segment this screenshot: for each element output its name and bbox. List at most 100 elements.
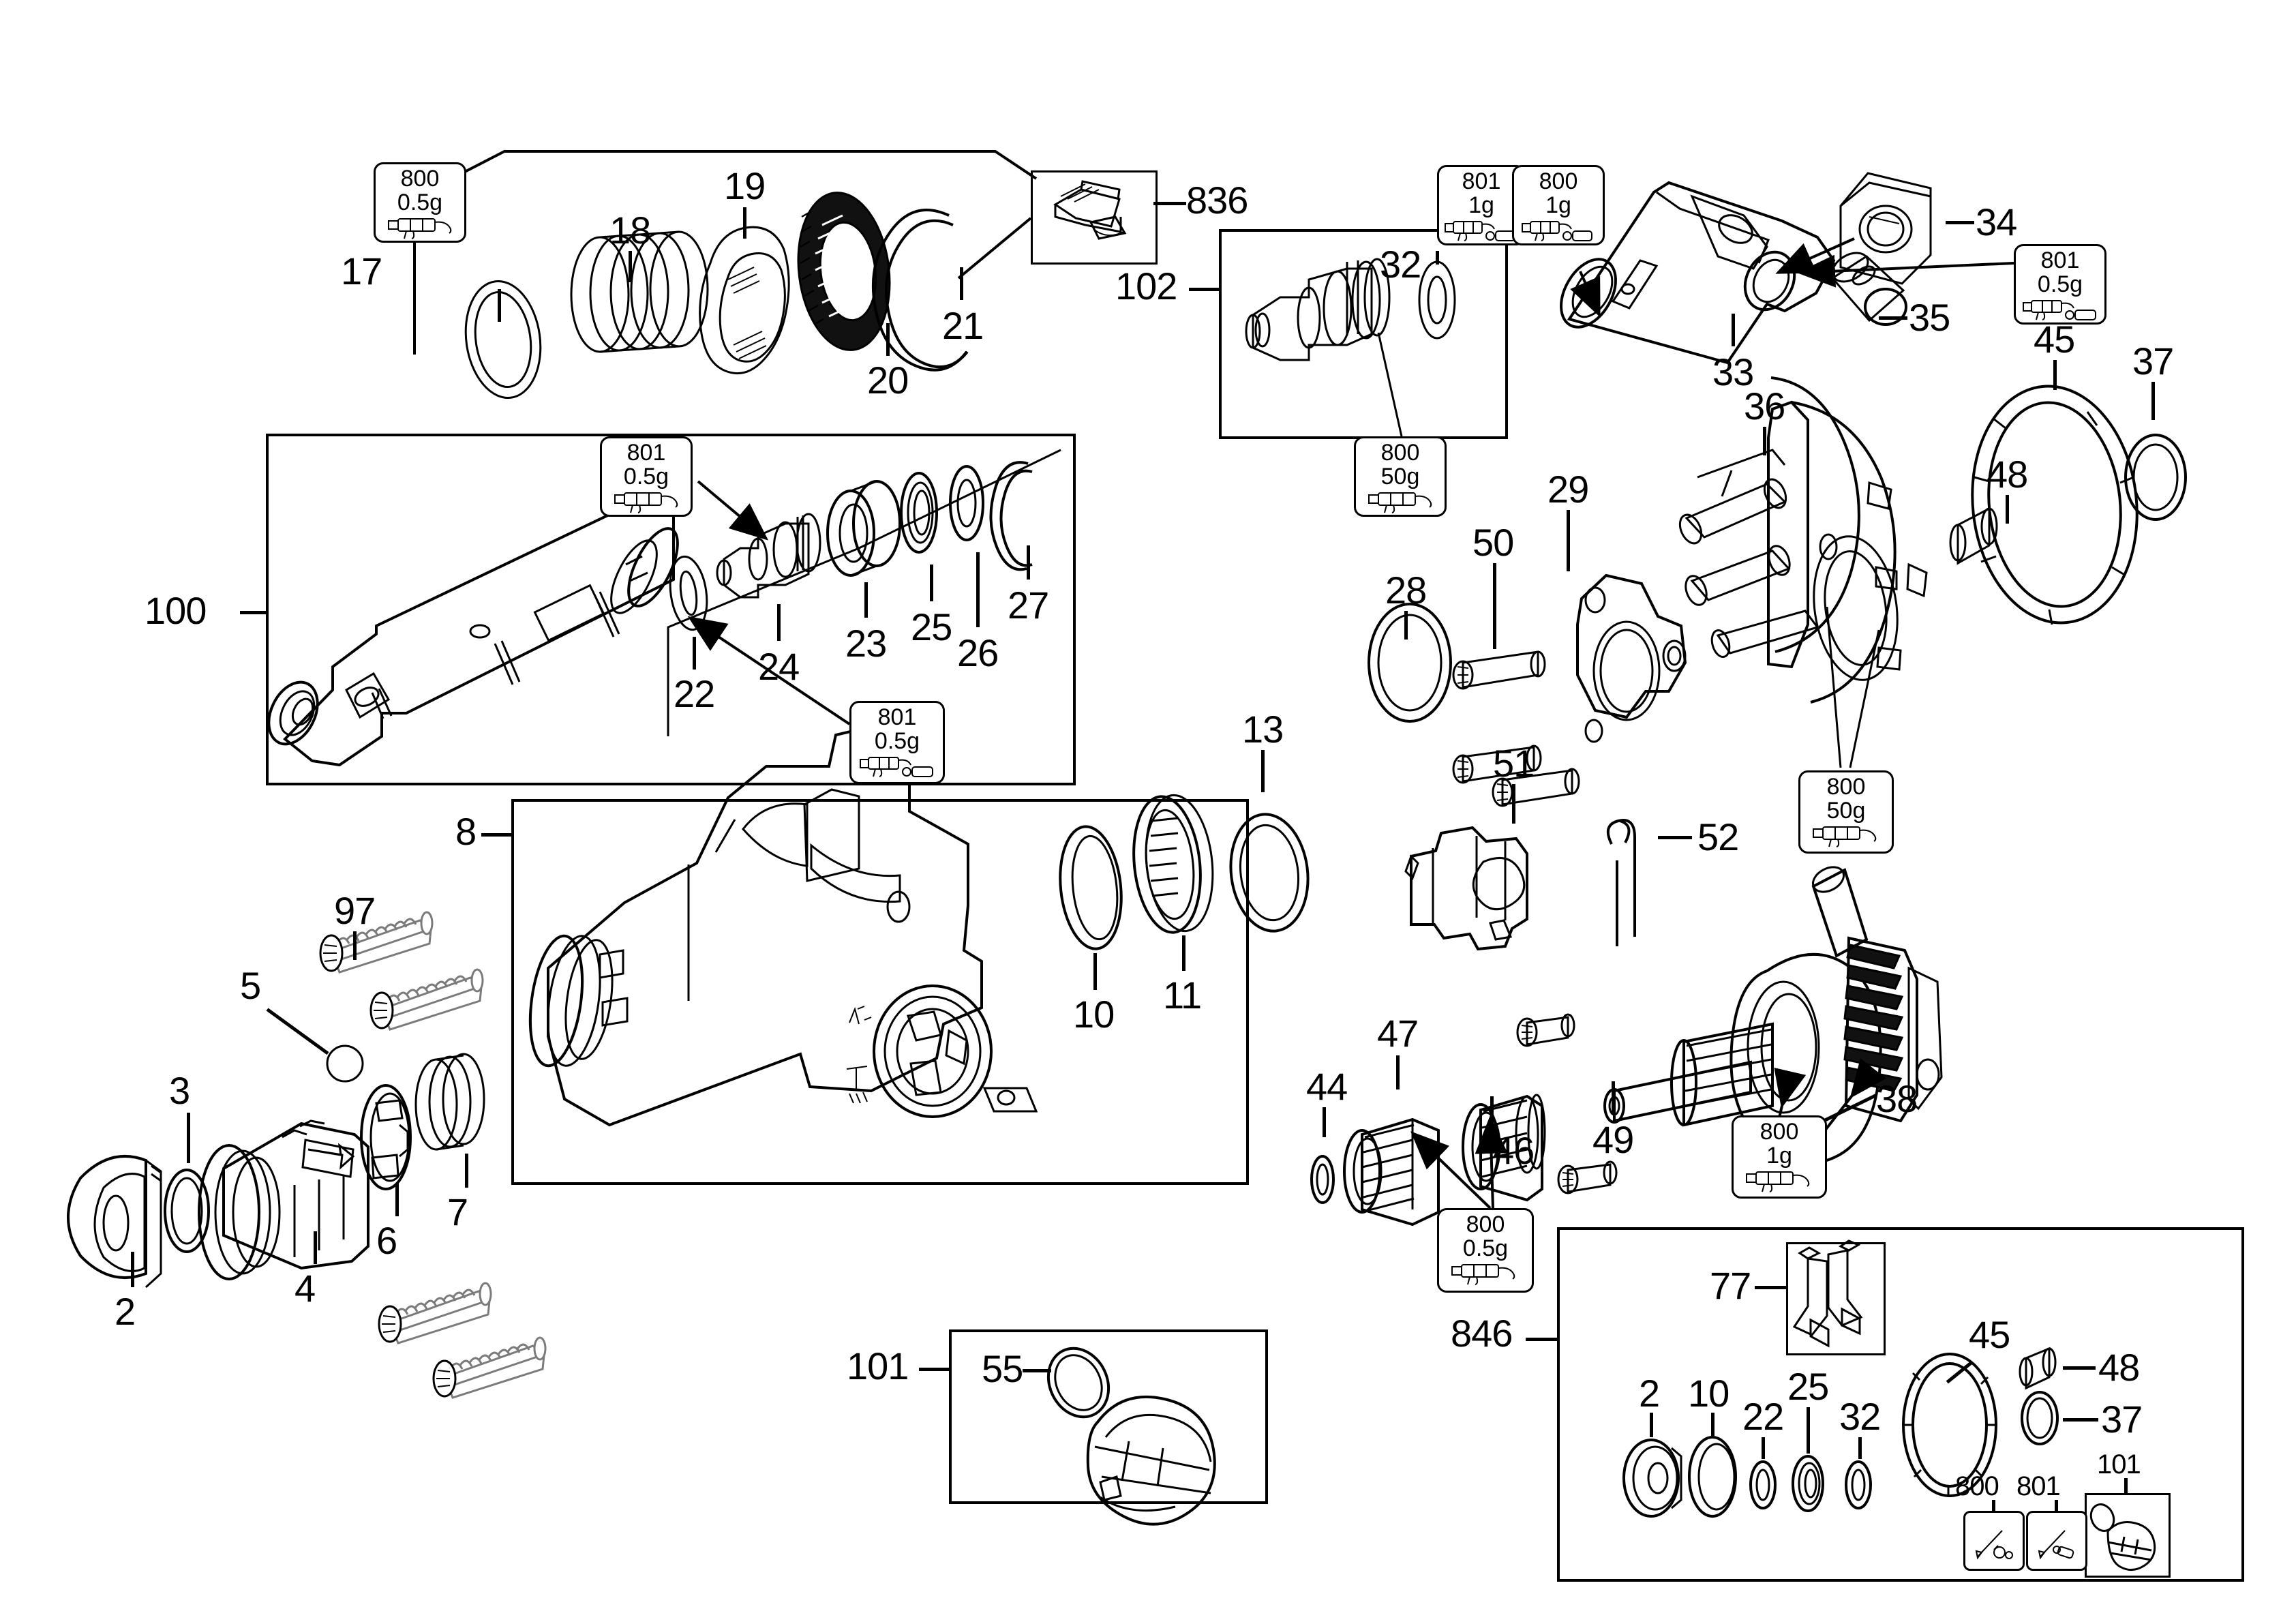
grease-amount: 1g	[1766, 1142, 1792, 1169]
part-7-spring	[414, 1053, 485, 1151]
callout-35: 35	[1909, 296, 1950, 339]
leader-25	[930, 565, 933, 601]
callout-45-bot: 45	[1969, 1313, 2010, 1356]
panel-leader-836	[1153, 202, 1186, 205]
part-28-oring	[1368, 603, 1452, 723]
leader-6	[395, 1184, 399, 1216]
callout-4: 4	[294, 1267, 316, 1310]
grease-amount: 0.5g	[2037, 271, 2083, 297]
part-97-screws	[319, 911, 547, 1399]
callout-18: 18	[609, 209, 651, 252]
panel-846-contents	[1622, 1239, 2156, 1571]
grease-chip-801-1g: 801 1g	[1437, 165, 1526, 245]
panel-leader-8	[481, 833, 513, 837]
part-49-screws	[1516, 1013, 1618, 1194]
callout-25-bot: 25	[1787, 1365, 1829, 1408]
panel-102	[1219, 229, 1508, 439]
panel-77	[1786, 1242, 1886, 1355]
grease-amount: 0.5g	[874, 727, 920, 754]
leader-34	[1946, 221, 1974, 224]
leader-4	[314, 1231, 317, 1264]
grease-gun-icon	[1447, 1261, 1524, 1286]
grease-amount: 50g	[1380, 463, 1420, 490]
grease-amount: 1g	[1545, 192, 1571, 218]
grease-amount: 0.5g	[1462, 1235, 1509, 1261]
callout-46: 46	[1493, 1129, 1535, 1172]
callout-25: 25	[911, 605, 952, 648]
leader-23	[864, 582, 868, 618]
callout-2-bot: 2	[1639, 1372, 1660, 1415]
part-10-seal-kit	[1688, 1436, 1737, 1518]
callout-23: 23	[845, 622, 887, 665]
part-45-oring-large-top	[1971, 385, 2139, 625]
leader-37-top	[2151, 382, 2155, 420]
part-4-chuck-collar	[198, 1119, 369, 1280]
leader-97	[353, 931, 357, 960]
panel-100	[266, 434, 1076, 785]
part-52-spring-clip	[1606, 819, 1636, 946]
part-48-sleeve-top	[1949, 507, 1998, 565]
part-101-kit-icon	[2089, 1503, 2156, 1571]
grease-chip-801-05g-a: 801 0.5g	[600, 436, 693, 517]
callout-102: 102	[1115, 265, 1177, 307]
leader-801-bot	[2055, 1500, 2058, 1514]
callout-34: 34	[1976, 200, 2017, 243]
callout-44: 44	[1306, 1065, 1348, 1108]
callout-55: 55	[982, 1347, 1023, 1390]
part-18-spring	[570, 230, 709, 353]
leader-22	[693, 637, 696, 670]
grease-code: 801	[1462, 168, 1501, 194]
callout-47: 47	[1377, 1012, 1419, 1055]
leader-10-bot	[1711, 1413, 1715, 1436]
callout-24: 24	[758, 645, 800, 688]
grease-code: 801	[2040, 247, 2080, 273]
part-5-ball	[326, 1044, 364, 1083]
callout-48-bot: 48	[2098, 1346, 2140, 1389]
part-101-mode-dial-kit	[1046, 1347, 1216, 1526]
panel-leader-100	[240, 611, 267, 614]
callout-50: 50	[1472, 521, 1514, 564]
leader-47	[1396, 1055, 1400, 1089]
callout-48-top: 48	[1987, 453, 2028, 496]
grease-code: 801	[877, 704, 917, 730]
part-32-washer-kit	[1845, 1460, 1872, 1509]
callout-21: 21	[942, 304, 984, 347]
leader-37-bot	[2063, 1418, 2098, 1422]
leader-26	[976, 552, 980, 627]
part-48-sleeve-kit	[2019, 1347, 2057, 1390]
callout-6: 6	[376, 1219, 397, 1262]
part-8-housing	[528, 722, 1214, 1127]
part-100-striker-assembly	[267, 449, 1061, 767]
grease-amount: 50g	[1826, 797, 1866, 824]
callout-49: 49	[1592, 1118, 1634, 1161]
grease-gun-tube-icon	[1444, 218, 1519, 242]
callout-2-left: 2	[115, 1290, 136, 1333]
callout-100: 100	[145, 589, 207, 632]
panel-101	[949, 1329, 1268, 1504]
leader-32	[1436, 251, 1439, 265]
panel-leader-846	[1526, 1338, 1558, 1341]
leader-45-top	[2053, 360, 2057, 390]
part-17-oring	[464, 280, 542, 399]
callout-11: 11	[1163, 974, 1202, 1017]
leader-10-mid	[1093, 953, 1097, 990]
part-36-gear-housing	[1678, 376, 1928, 768]
callout-37-top: 37	[2132, 340, 2174, 382]
callout-22: 22	[674, 672, 715, 715]
callout-101-box: 101	[847, 1344, 909, 1387]
leader-18	[629, 251, 632, 282]
callout-836: 836	[1186, 179, 1248, 222]
grease-gun-tube-icon	[858, 754, 937, 778]
leader-17	[498, 289, 501, 322]
callout-33: 33	[1712, 350, 1754, 393]
callout-28: 28	[1385, 569, 1427, 612]
leader-21	[960, 267, 963, 300]
callout-846: 846	[1451, 1312, 1513, 1355]
part-45-oring-kit	[1902, 1353, 1997, 1497]
grease-chip-800-05g-a: 800 0.5g	[374, 162, 466, 243]
leader-22-bot	[1762, 1437, 1765, 1459]
panel-846	[1557, 1227, 2244, 1582]
panel-leader-77	[1755, 1286, 1786, 1289]
